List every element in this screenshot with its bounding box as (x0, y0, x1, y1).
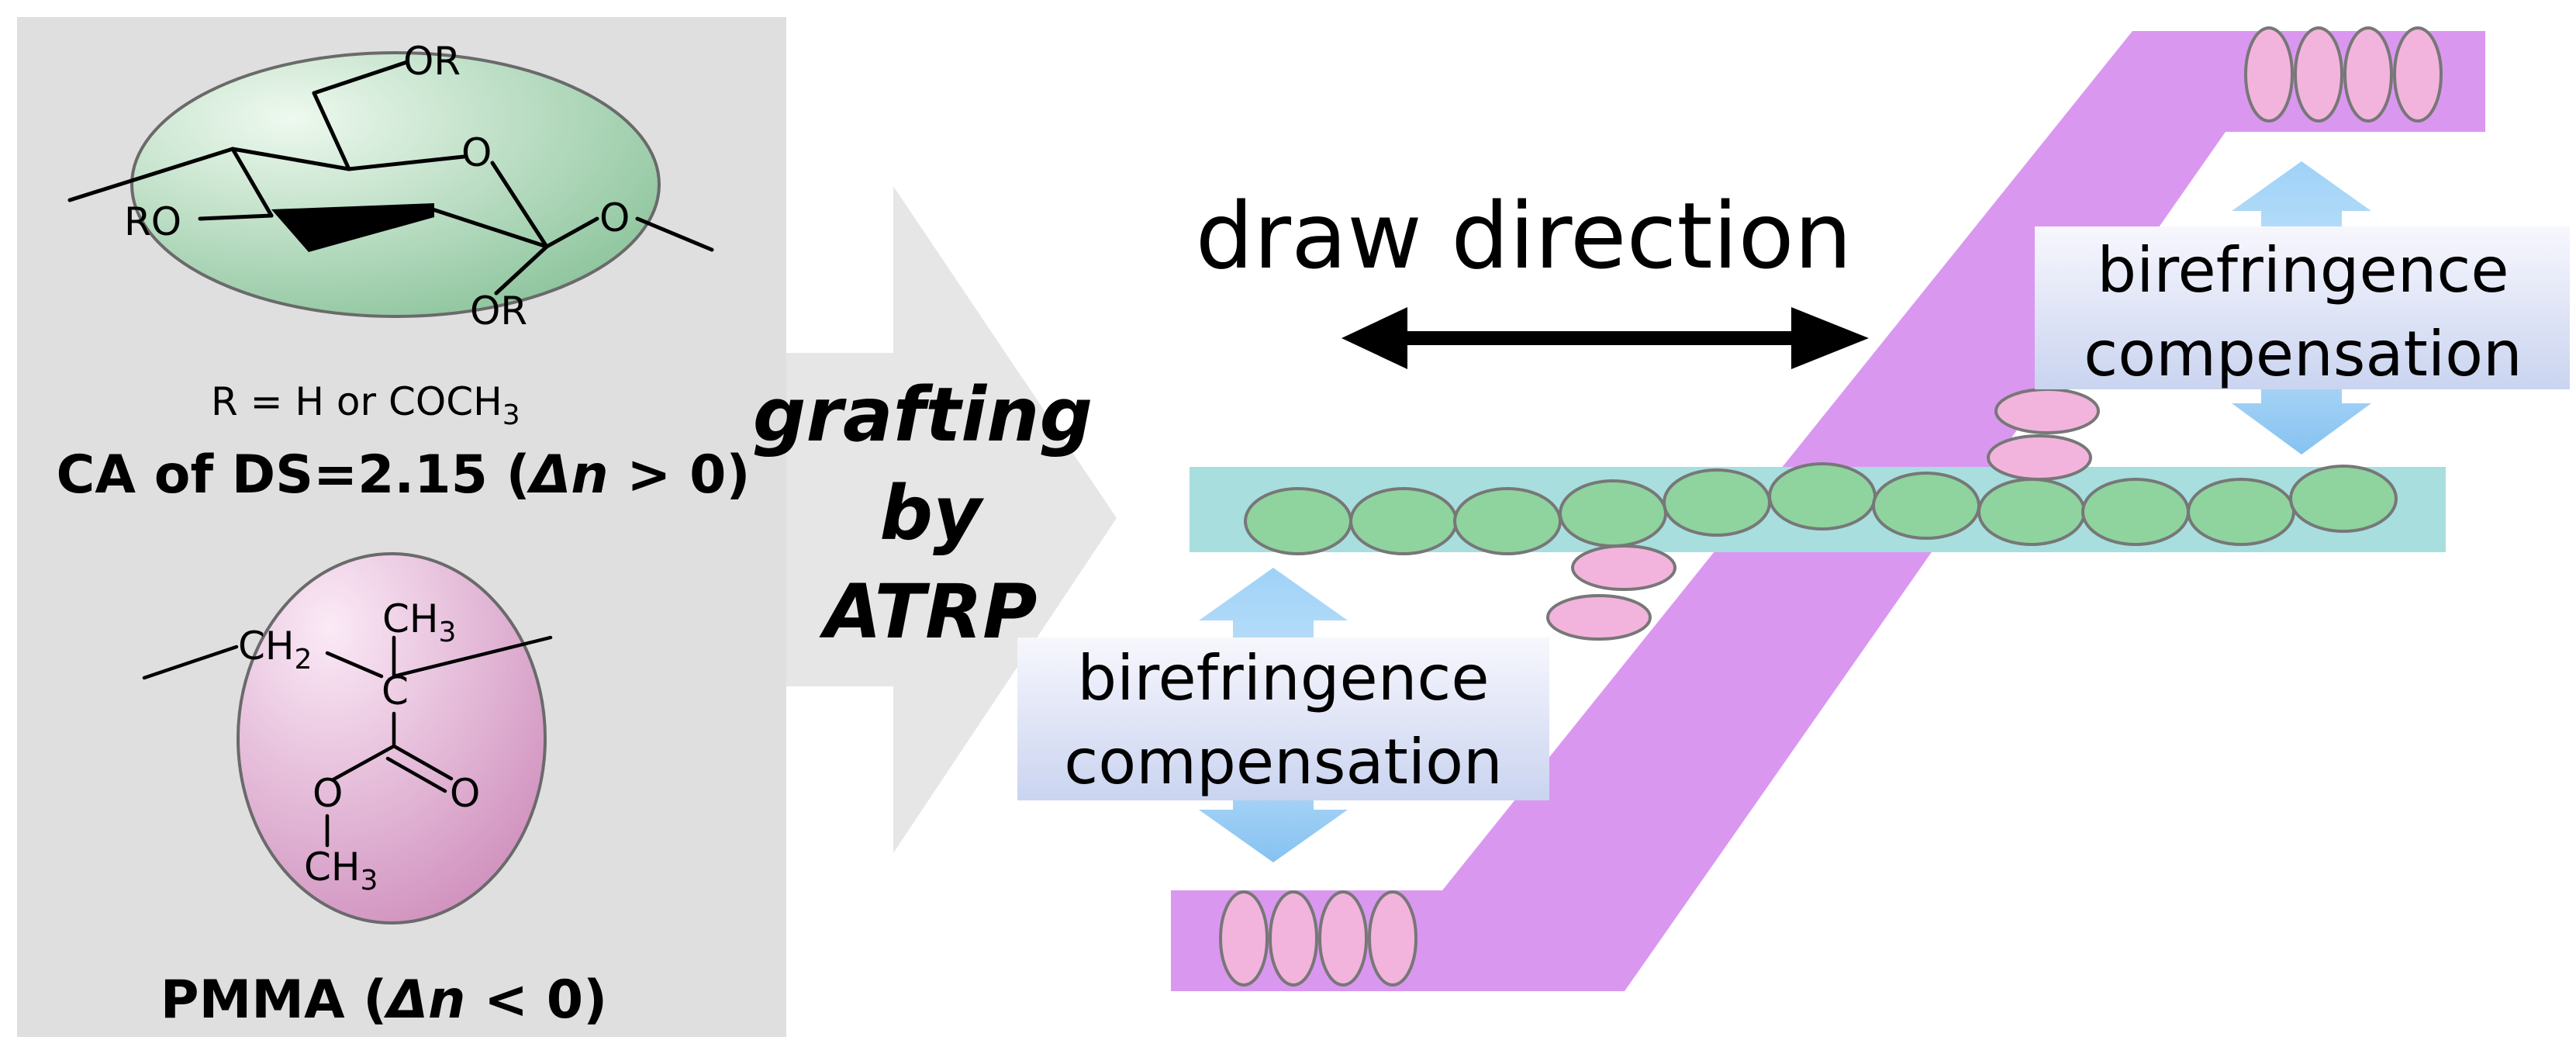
draw-direction-label: draw direction (1196, 182, 1853, 289)
backbone-segments (1244, 462, 2398, 555)
ca-bridge-oxygen: O (599, 195, 630, 240)
backbone-segment (1663, 468, 1771, 537)
compensation-label-upper-line1: birefringence (2097, 234, 2509, 306)
reaction-label-line1: grafting (753, 371, 1093, 458)
backbone-segment (1453, 487, 1562, 555)
draw-direction-arrow (1342, 307, 1869, 369)
pmma-ch2: CH2 (238, 624, 312, 676)
pmma-ester-oxygen: O (313, 771, 343, 816)
backbone-segment (1768, 462, 1877, 530)
ca-repeat-unit-ellipse (130, 51, 661, 318)
compensation-label-lower-line2: compensation (1064, 726, 1503, 798)
graft-segment (1269, 890, 1318, 987)
backbone-segment (1977, 478, 2086, 546)
graft-segment (1219, 890, 1269, 987)
pmma-structure-bonds (142, 635, 553, 848)
pmma-ch3-top: CH3 (382, 596, 456, 648)
compensation-label-upper-box (2035, 226, 2570, 389)
compensation-label-lower-box (1017, 638, 1549, 800)
compensation-label-upper-line2: compensation (2084, 318, 2522, 390)
graft-segment (2294, 26, 2343, 123)
ca-ring-wedge (271, 203, 434, 252)
reaction-label: grafting by ATRP (753, 371, 1093, 655)
ca-ring-oxygen: O (461, 130, 492, 175)
pmma-repeat-unit-ellipse (237, 552, 547, 924)
graft-segment (2343, 26, 2393, 123)
ca-substituent-bottom: OR (470, 289, 527, 333)
backbone-segment (1559, 479, 1667, 548)
ca-caption: CA of DS=2.15 (Δn > 0) (57, 444, 751, 506)
backbone-segment (1244, 487, 1352, 555)
reaction-label-line3: ATRP (819, 568, 1038, 655)
pmma-ch3-bottom: CH3 (304, 845, 378, 897)
backbone-segment (2289, 465, 2398, 533)
backbone-segment (2187, 478, 2295, 546)
compensation-label-lower-line1: birefringence (1077, 642, 1489, 714)
ca-structure-bonds (67, 60, 714, 295)
graft-segment (2393, 26, 2443, 123)
graft-segment (1571, 544, 1676, 591)
graft-segment (2244, 26, 2294, 123)
graft-segment (1368, 890, 1417, 987)
backbone-segment (1872, 472, 1980, 540)
ca-substituent-top: OR (403, 39, 461, 84)
pmma-carbonyl-oxygen: O (450, 771, 480, 816)
pmma-caption: PMMA (Δn < 0) (161, 969, 607, 1031)
reaction-label-line2: by (879, 470, 984, 557)
ca-substituent-left: RO (124, 199, 181, 244)
pmma-carbon: C (382, 669, 409, 714)
graft-segment (1987, 434, 2092, 481)
graft-segments (1219, 26, 2443, 987)
reaction-arrow (786, 186, 1117, 853)
graft-segment (1318, 890, 1368, 987)
graft-segment (1546, 594, 1652, 641)
backbone-segment (1349, 487, 1458, 555)
r-definition: R = H or COCH3 (211, 379, 520, 431)
backbone-segment (2081, 478, 2190, 546)
graft-segment (1994, 388, 2100, 434)
